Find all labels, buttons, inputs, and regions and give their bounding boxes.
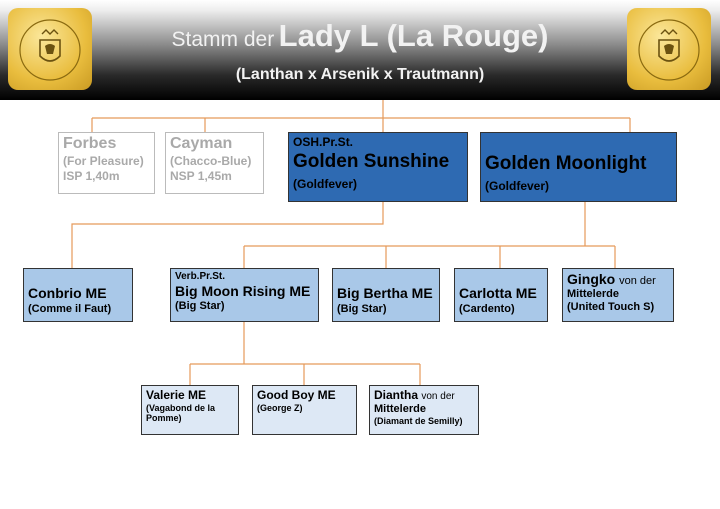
node-diantha[interactable]: Diantha von der Mittelerde (Diamant de S… [369, 385, 479, 435]
header-banner [0, 0, 720, 100]
node-golden-sunshine[interactable]: OSH.Pr.St. Golden Sunshine (Goldfever) [288, 132, 468, 202]
node-name-suffix: von der [619, 275, 656, 287]
node-name: Conbrio ME [28, 285, 107, 301]
node-info: ISP 1,40m [63, 169, 120, 183]
node-name: Gingko [567, 271, 616, 287]
node-name: Good Boy ME [257, 388, 336, 402]
connector-sunshine-conbrio [71, 202, 384, 268]
node-prefix: Verb.Pr.St. [175, 271, 226, 282]
node-cayman[interactable]: Cayman (Chacco-Blue) NSP 1,45m [165, 132, 264, 194]
node-name-suffix: von der [421, 391, 455, 402]
node-name: Valerie ME [146, 388, 207, 402]
title-prefix: Stamm der [171, 28, 275, 51]
node-name-line2: Mittelerde [567, 288, 619, 300]
node-name: Golden Moonlight [485, 153, 647, 174]
node-name: Carlotta ME [459, 285, 537, 301]
node-name: Diantha [374, 388, 419, 402]
page-title: Stamm der Lady L (La Rouge) [100, 18, 620, 54]
node-sire: (Goldfever) [293, 177, 358, 191]
node-sire: (Goldfever) [485, 179, 550, 193]
node-sire: (Big Star) [337, 303, 387, 315]
node-name: Big Moon Rising ME [175, 283, 311, 299]
node-gingko[interactable]: Gingko von der Mittelerde (United Touch … [562, 268, 674, 322]
node-sire: (Vagabond de la Pomme) [146, 403, 216, 423]
horse-crest-icon [638, 19, 700, 81]
horse-crest-icon [19, 19, 81, 81]
node-big-bertha[interactable]: Big Bertha ME (Big Star) [332, 268, 440, 322]
node-good-boy[interactable]: Good Boy ME (George Z) [252, 385, 357, 435]
page-subtitle: (Lanthan x Arsenik x Trautmann) [235, 66, 485, 83]
node-sire: (Diamant de Semilly) [374, 416, 463, 426]
node-name: Forbes [63, 135, 117, 152]
node-valerie[interactable]: Valerie ME (Vagabond de la Pomme) [141, 385, 239, 435]
node-golden-moonlight[interactable]: Golden Moonlight (Goldfever) [480, 132, 677, 202]
node-sire: (George Z) [257, 403, 303, 413]
node-conbrio[interactable]: Conbrio ME (Comme il Faut) [23, 268, 133, 322]
node-name: Cayman [170, 135, 233, 152]
node-sire: (United Touch S) [567, 301, 655, 313]
node-big-moon-rising[interactable]: Verb.Pr.St. Big Moon Rising ME (Big Star… [170, 268, 319, 322]
logo-right [627, 8, 711, 90]
node-name: Big Bertha ME [337, 285, 433, 301]
title-main: Lady L (La Rouge) [278, 18, 549, 53]
node-info: NSP 1,45m [170, 169, 232, 183]
node-carlotta[interactable]: Carlotta ME (Cardento) [454, 268, 548, 322]
node-sire: (Comme il Faut) [28, 303, 112, 315]
logo-left [8, 8, 92, 90]
node-name-line2: Mittelerde [374, 403, 426, 415]
node-forbes[interactable]: Forbes (For Pleasure) ISP 1,40m [58, 132, 155, 194]
node-sire: (Cardento) [459, 303, 515, 315]
node-sire: (For Pleasure) [63, 154, 144, 168]
node-prefix: OSH.Pr.St. [293, 135, 354, 149]
node-name: Golden Sunshine [293, 151, 450, 172]
node-sire: (Chacco-Blue) [170, 154, 252, 168]
node-sire: (Big Star) [175, 300, 225, 312]
